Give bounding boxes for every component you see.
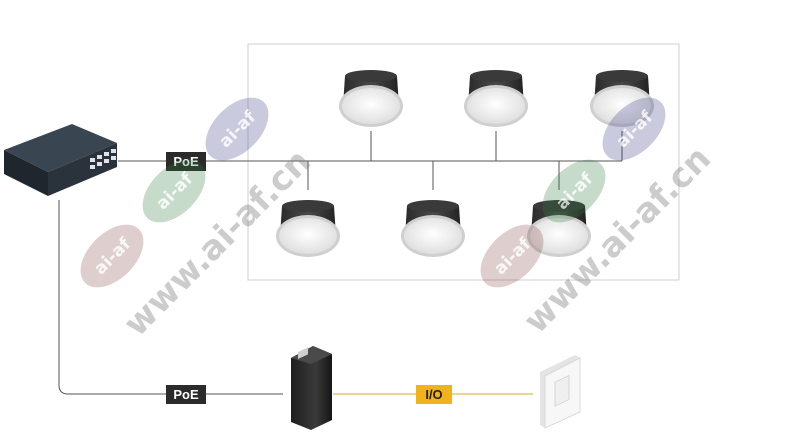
io-label: I/O	[416, 385, 452, 404]
poe-injector-icon	[291, 346, 332, 430]
ceiling-speaker-icon	[401, 200, 465, 257]
ceiling-speaker-icon	[464, 70, 528, 127]
poe-label-bottom-text: PoE	[173, 387, 199, 402]
ceiling-speaker-icon	[339, 70, 403, 127]
poe-label-top-text: PoE	[173, 154, 199, 169]
speaker-group-frame	[247, 43, 680, 281]
poe-switch-icon	[4, 124, 117, 196]
watermark-layer: www.ai-af.cn www.ai-af.cn ai-af ai-af ai…	[80, 97, 719, 344]
poe-label-top: PoE	[166, 152, 206, 171]
poe-label-bottom: PoE	[166, 385, 206, 404]
ceiling-speaker-icon	[276, 200, 340, 257]
connection-lines	[58, 131, 623, 395]
io-label-text: I/O	[425, 387, 442, 402]
wall-outlet-icon	[540, 355, 581, 429]
